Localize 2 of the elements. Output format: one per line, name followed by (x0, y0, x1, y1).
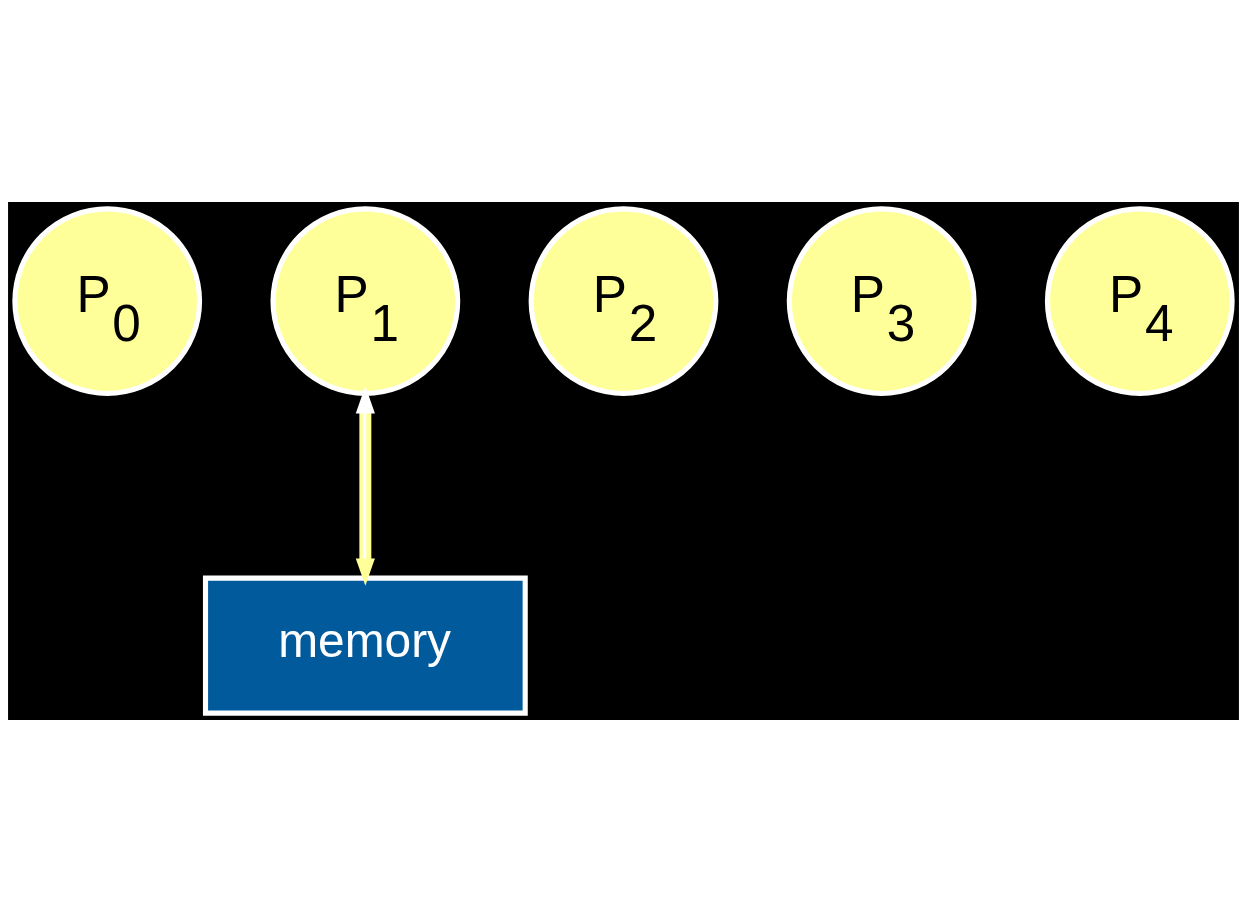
arrow (355, 385, 375, 586)
node-box: memory (202, 575, 528, 716)
